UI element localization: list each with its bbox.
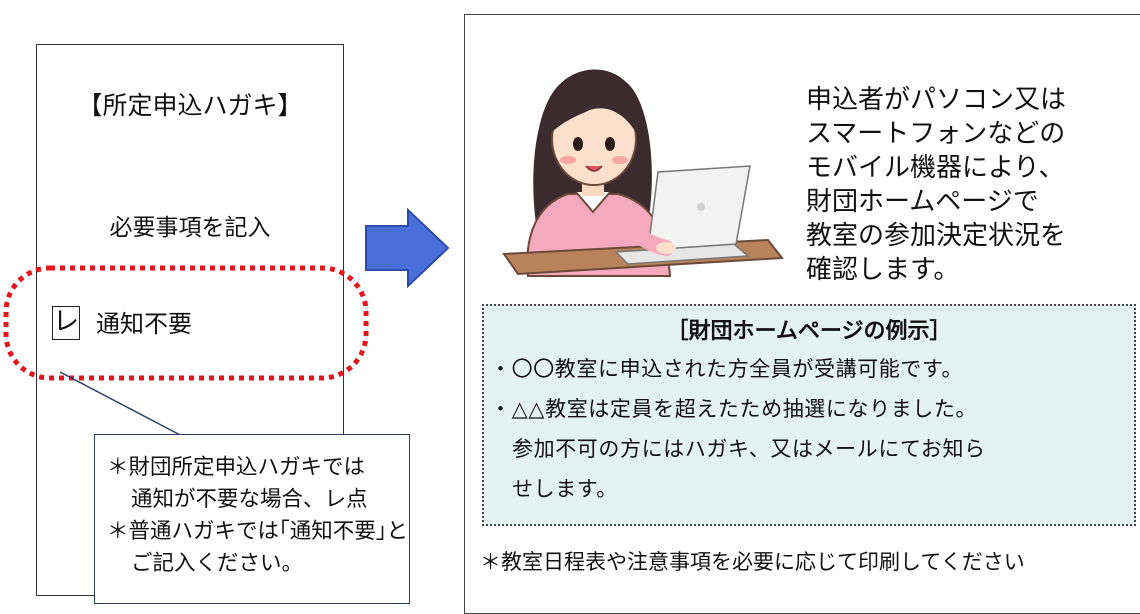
- no-notification-checkbox: レ: [52, 306, 80, 340]
- description-line: 教室の参加決定状況を: [806, 221, 1067, 251]
- example-line: 参加不可の方にはハガキ、又はメールにてお知ら: [512, 437, 986, 461]
- description-line: モバイル機器により、: [806, 153, 1065, 183]
- required-fields-text: 必要事項を記入: [109, 215, 271, 241]
- example-line: ・△△教室は定員を超えたため抽選になりました。: [490, 397, 978, 421]
- right-arrow-icon: [365, 208, 450, 288]
- highlight-overlay: [3, 265, 369, 437]
- example-title: ［財団ホームページの例示］: [666, 319, 952, 344]
- note-line: ご記入ください。: [131, 551, 304, 576]
- callout-pointer: [59, 371, 183, 437]
- note-box: ＊財団所定申込ハガキでは 通知が不要な場合、レ点 ＊普通ハガキでは｢通知不要｣と…: [94, 434, 410, 604]
- print-note: ＊教室日程表や注意事項を必要に応じて印刷してください: [480, 550, 1025, 574]
- description-line: 申込者がパソコン又は: [806, 85, 1067, 115]
- example-line: ・〇〇教室に申込された方全員が受講可能です。: [490, 357, 964, 381]
- example-box: [482, 304, 1136, 526]
- description-line: 確認します。: [806, 255, 960, 285]
- no-notification-label: 通知不要: [96, 310, 192, 338]
- highlight-circle: [3, 265, 369, 381]
- woman-laptop-illustration: [502, 69, 784, 277]
- note-line: 通知が不要な場合、レ点: [131, 487, 368, 512]
- description-line: 財団ホームページで: [806, 187, 1039, 217]
- postcard-title: 【所定申込ハガキ】: [77, 91, 303, 120]
- description-line: スマートフォンなどの: [806, 119, 1066, 149]
- example-line: せします。: [512, 477, 618, 501]
- note-line: ＊普通ハガキでは｢通知不要｣と: [107, 519, 409, 544]
- note-line: ＊財団所定申込ハガキでは: [107, 455, 366, 480]
